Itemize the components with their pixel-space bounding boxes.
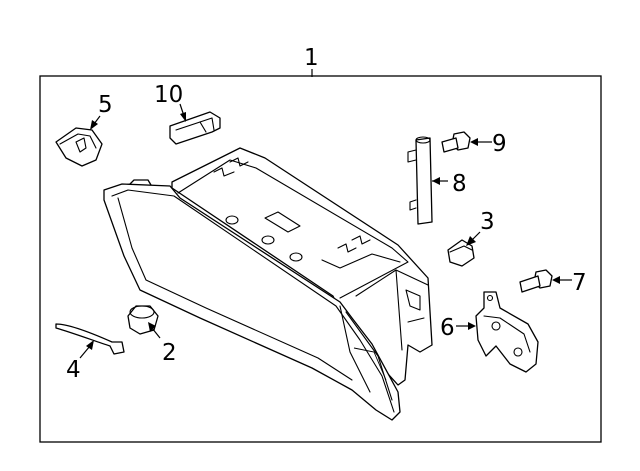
part-8: 8	[407, 136, 467, 225]
callout-3-label: 3	[480, 209, 495, 235]
part-3: 3	[447, 209, 495, 267]
callout-1: 1	[304, 45, 319, 77]
part-6: 6	[440, 291, 539, 373]
callout-9-label: 9	[492, 131, 507, 157]
part-5: 5	[55, 92, 113, 167]
callout-8-label: 8	[452, 171, 467, 197]
callout-10-label: 10	[154, 82, 183, 108]
callout-6-label: 6	[440, 315, 455, 341]
part-4: 4	[55, 323, 125, 383]
part-10: 10	[154, 82, 221, 145]
callout-2-label: 2	[162, 340, 177, 366]
part-9: 9	[441, 131, 507, 157]
glove-box-assembly	[103, 147, 433, 421]
part-7: 7	[519, 269, 587, 296]
callout-5-label: 5	[98, 92, 113, 118]
callout-4-label: 4	[66, 357, 81, 383]
callout-1-label: 1	[304, 45, 319, 71]
assembly-frame	[39, 75, 602, 443]
callout-7-label: 7	[572, 270, 587, 296]
part-2: 2	[127, 305, 177, 366]
